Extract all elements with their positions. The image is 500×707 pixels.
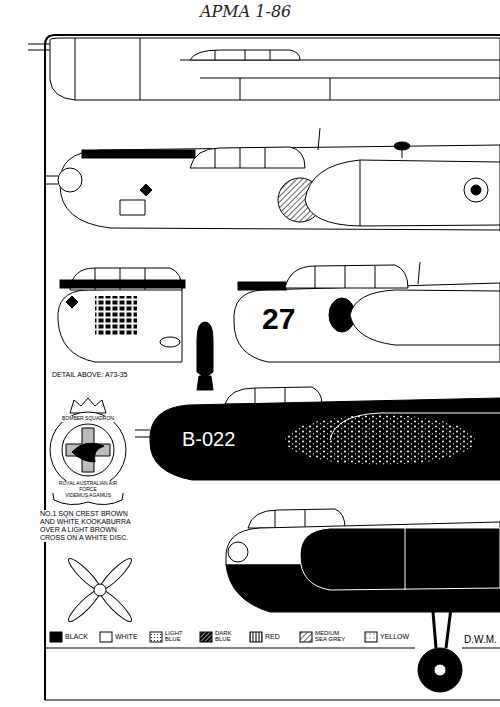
artist-initials: D.W.M. bbox=[464, 634, 497, 646]
legend-text: WHITE bbox=[115, 633, 138, 640]
sheet-title: APMA 1-86 bbox=[200, 2, 291, 21]
legend-swatch bbox=[365, 632, 377, 642]
serial-number: B-022 bbox=[182, 428, 235, 451]
legend-text: YELLOW bbox=[380, 633, 409, 640]
legend-text: MEDIUM SEA GREY bbox=[315, 630, 349, 642]
legend-text: LIGHT BLUE bbox=[165, 630, 189, 642]
legend-swatch bbox=[200, 632, 212, 642]
crest-text: ROYAL AUSTRALIAN AIR FORCE bbox=[50, 481, 126, 493]
aircraft-code: 27 bbox=[262, 302, 295, 337]
crest-text: BOMBER SQUADRON bbox=[60, 416, 116, 422]
legend-swatch bbox=[100, 632, 112, 642]
crest-caption: NO.1 SQN CREST BROWN AND WHITE KOOKABURR… bbox=[40, 510, 142, 542]
crest-motto: VIDEMUS AGAMUS bbox=[62, 493, 114, 499]
legend-swatch bbox=[150, 632, 162, 642]
legend-text: RED bbox=[265, 633, 280, 640]
legend-swatch bbox=[250, 632, 262, 642]
legend-swatch bbox=[300, 632, 312, 642]
legend-text: BLACK bbox=[65, 633, 88, 640]
detail-note: DETAIL ABOVE: A73-35 bbox=[52, 371, 127, 379]
legend-text: DARK BLUE bbox=[215, 630, 239, 642]
legend-swatch bbox=[50, 632, 62, 642]
